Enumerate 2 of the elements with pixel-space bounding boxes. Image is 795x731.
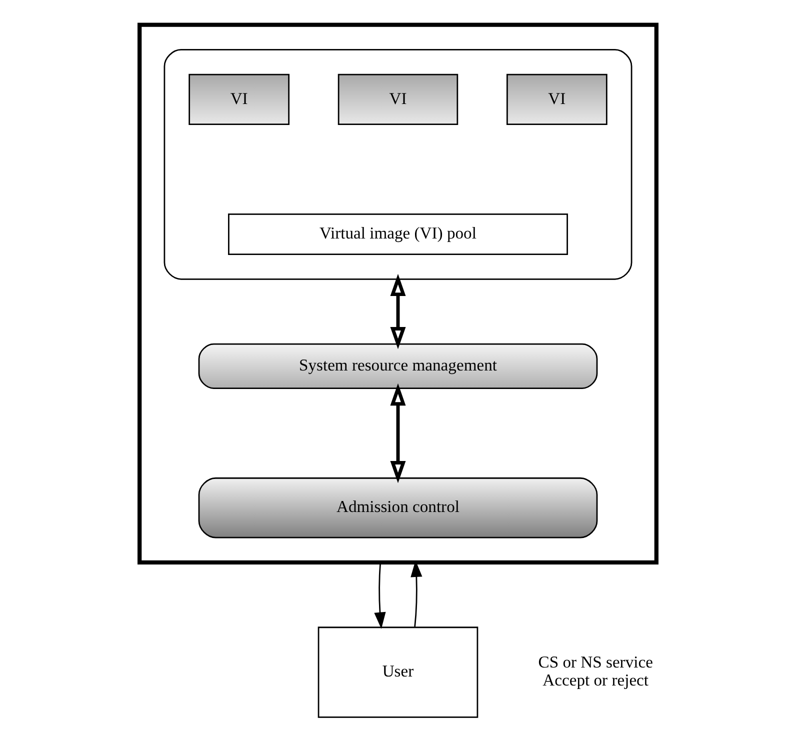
label: Accept or reject [542, 670, 648, 690]
label: CS or NS service [538, 652, 652, 672]
